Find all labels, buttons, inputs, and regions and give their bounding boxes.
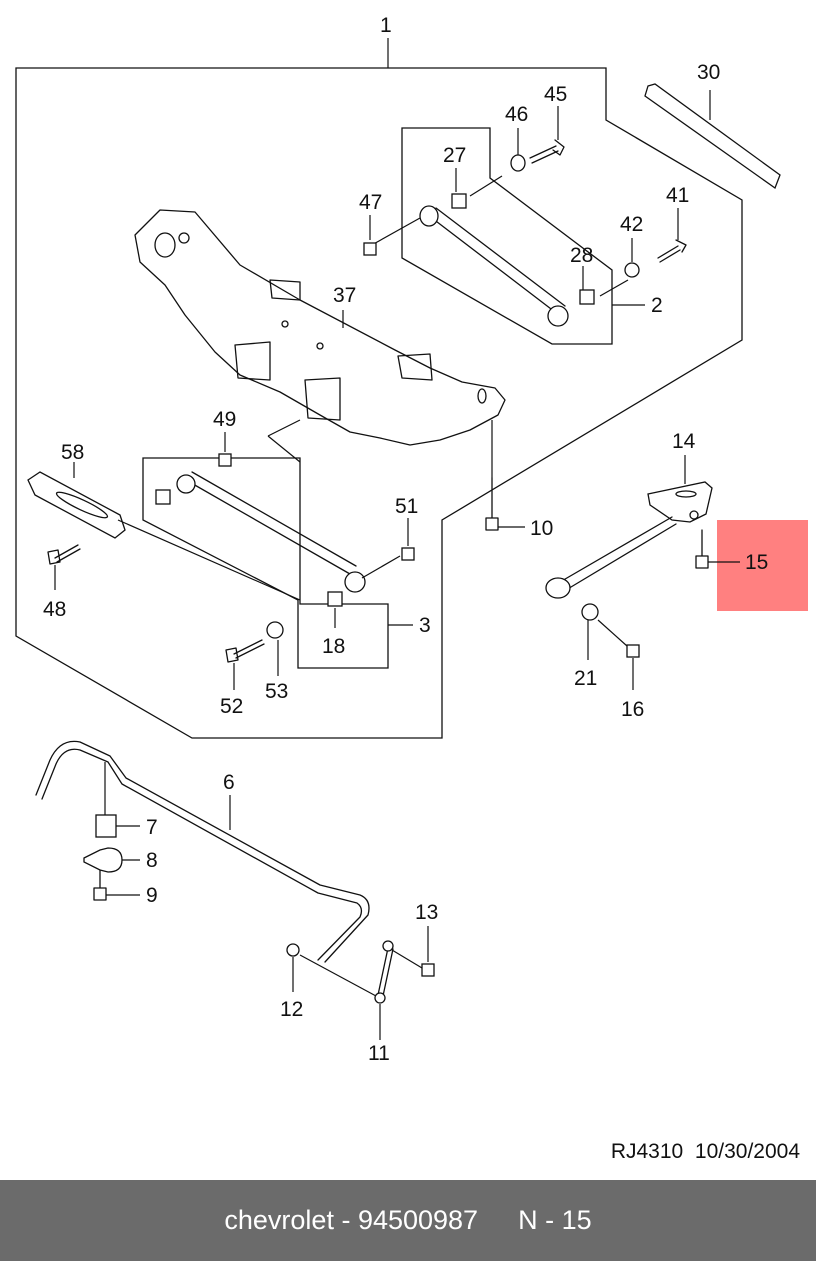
callout-28: 28 [570, 244, 593, 267]
group-outline-3 [142, 457, 389, 669]
bolt-41 [657, 239, 687, 263]
callout-21: 21 [574, 667, 597, 690]
callout-37: 37 [333, 284, 356, 307]
callout-15: 15 [745, 551, 768, 574]
highlight-box-15 [717, 520, 808, 611]
callout-10: 10 [530, 517, 553, 540]
callout-2: 2 [651, 294, 663, 317]
washer-12 [286, 943, 300, 957]
callout-58: 58 [61, 441, 84, 464]
nut-51 [401, 547, 415, 561]
callout-9: 9 [146, 884, 158, 907]
lateral-arm-3 [155, 471, 366, 607]
callout-42: 42 [620, 213, 643, 236]
washer-46 [510, 154, 526, 172]
reference-date: 10/30/2004 [694, 1140, 800, 1163]
callout-3: 3 [419, 614, 431, 637]
callout-30: 30 [697, 61, 720, 84]
washer-53 [266, 621, 284, 639]
bolt-52 [225, 639, 265, 663]
washer-42 [624, 262, 640, 278]
bolt-15 [695, 529, 709, 569]
callout-7: 7 [146, 816, 158, 839]
callout-6: 6 [223, 771, 235, 794]
nut-16 [626, 644, 640, 658]
callout-12: 12 [280, 998, 303, 1021]
callout-52: 52 [220, 695, 243, 718]
callout-1: 1 [380, 14, 392, 37]
diagram-reference: RJ4310 10/30/2004 [611, 1140, 800, 1164]
nut-13 [421, 963, 435, 977]
link-11 [377, 947, 394, 997]
bracket-8 [83, 847, 123, 873]
callout-51: 51 [395, 495, 418, 518]
callout-14: 14 [672, 430, 696, 453]
callout-11: 11 [368, 1042, 390, 1065]
callout-45: 45 [544, 83, 567, 106]
callout-16: 16 [621, 698, 644, 721]
callout-48: 48 [43, 598, 66, 621]
crossmember [134, 209, 506, 446]
callout-27: 27 [443, 144, 466, 167]
footer-brand-part: chevrolet - 94500987 [224, 1205, 479, 1235]
group-outline-2 [401, 127, 613, 345]
callout-47: 47 [359, 191, 382, 214]
footer-position: N - 15 [518, 1205, 592, 1235]
callout-41: 41 [666, 184, 689, 207]
plate-58 [27, 471, 126, 539]
bolt-45 [529, 139, 565, 164]
lateral-arm-2 [419, 193, 595, 327]
strip-30 [644, 83, 781, 190]
parts-diagram: 1 30 45 46 27 41 47 42 28 37 2 49 14 58 … [15, 14, 808, 1065]
callout-46: 46 [505, 103, 528, 126]
callout-13: 13 [415, 901, 438, 924]
bushing-7 [95, 814, 117, 838]
bolt-48 [47, 544, 81, 565]
stabilizer-bar-6 [35, 740, 370, 963]
callout-18: 18 [322, 635, 345, 658]
reference-code: RJ4310 [610, 1140, 684, 1163]
callout-53: 53 [265, 680, 288, 703]
washer-21 [581, 603, 599, 621]
bolt-10 [485, 477, 499, 531]
callout-49: 49 [213, 408, 236, 431]
footer-bar: chevrolet - 94500987 N - 15 [0, 1180, 816, 1261]
nut-49 [218, 453, 232, 467]
bracket-14 [545, 481, 713, 599]
callout-8: 8 [146, 849, 158, 872]
nut-47 [363, 242, 377, 256]
bolt-9 [93, 869, 107, 901]
group-outline-1 [15, 67, 743, 739]
